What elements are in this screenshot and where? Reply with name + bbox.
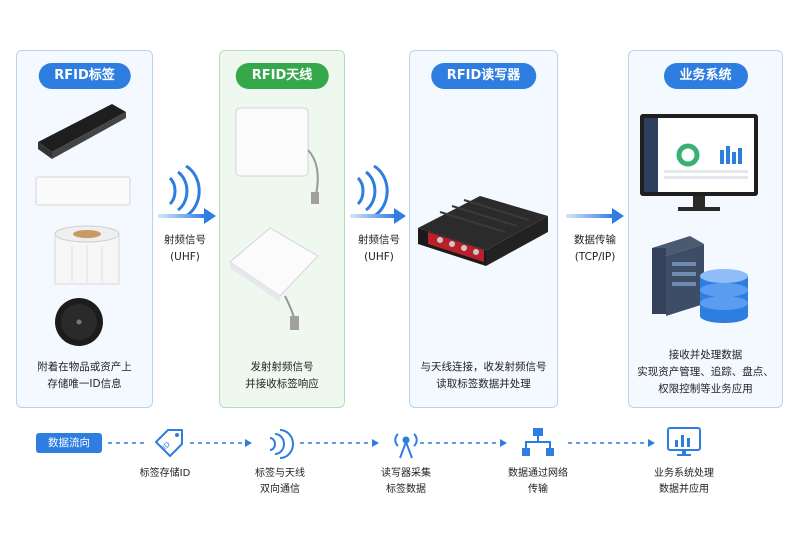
label-roll-icon bbox=[54, 225, 120, 285]
business-system-desc: 接收并处理数据 实现资产管理、追踪、盘点、 权限控制等业务应用 bbox=[629, 347, 782, 398]
rfid-antenna-desc-line: 并接收标签响应 bbox=[245, 378, 319, 390]
rigid-tag-icon bbox=[38, 104, 126, 159]
arrow-label-sub: (UHF) bbox=[364, 251, 394, 263]
rfid-reader-desc-line: 读取标签数据并处理 bbox=[436, 378, 531, 390]
rfid-antenna-desc: 发射射频信号 并接收标签响应 bbox=[220, 359, 344, 393]
database-icon bbox=[700, 269, 748, 323]
monitor-icon bbox=[640, 114, 758, 211]
flow-step-text: 标签与天线 bbox=[255, 468, 305, 479]
panel-antenna-icon bbox=[235, 107, 319, 204]
data-arrow bbox=[566, 208, 624, 224]
data-flow-badge: 数据流向 bbox=[36, 433, 102, 453]
flow-step-text: 业务系统处理 bbox=[654, 468, 714, 479]
antenna-tower-icon bbox=[394, 433, 418, 459]
business-system-desc-line: 实现资产管理、追踪、盘点、 bbox=[637, 366, 774, 378]
business-system-title: 业务系统 bbox=[663, 63, 748, 89]
business-system-desc-line: 权限控制等业务应用 bbox=[658, 383, 753, 395]
monitor-chart-icon bbox=[667, 427, 701, 456]
rfid-tag-desc-line: 存储唯一ID信息 bbox=[47, 378, 122, 390]
rfid-reader-desc-line: 与天线连接，收发射频信号 bbox=[420, 361, 547, 373]
flow-step-text: 标签数据 bbox=[386, 484, 426, 495]
business-system-desc-line: 接收并处理数据 bbox=[668, 349, 743, 361]
arrow-label-sub: (TCP/IP) bbox=[574, 251, 616, 263]
network-icon bbox=[522, 428, 554, 456]
flow-step-label-2: 标签与天线 双向通信 bbox=[230, 466, 330, 498]
flow-step-text: 数据通过网络 bbox=[508, 468, 568, 479]
rfid-reader-title: RFID读写器 bbox=[430, 63, 537, 89]
white-label-icon bbox=[35, 176, 131, 206]
flow-step-text: 标签存储ID bbox=[139, 468, 191, 479]
arrow-label-sub: (UHF) bbox=[170, 251, 200, 263]
rfid-reader-desc: 与天线连接，收发射频信号 读取标签数据并处理 bbox=[410, 359, 557, 393]
tag-icon: ID bbox=[155, 429, 183, 457]
flow-step-label-3: 读写器采集 标签数据 bbox=[356, 466, 456, 498]
arrow-label-text: 射频信号 bbox=[164, 234, 206, 246]
arrow-label-text: 数据传输 bbox=[574, 234, 616, 246]
flow-step-label-5: 业务系统处理 数据并应用 bbox=[634, 466, 734, 498]
arrow-label-1: 射频信号 (UHF) bbox=[145, 232, 225, 266]
rfid-tag-desc: 附着在物品或资产上 存储唯一ID信息 bbox=[17, 359, 152, 393]
flow-step-label-4: 数据通过网络 传输 bbox=[488, 466, 588, 498]
flow-step-text: 数据并应用 bbox=[659, 484, 709, 495]
rfid-tag-desc-line: 附着在物品或资产上 bbox=[37, 361, 132, 373]
flow-step-text: 传输 bbox=[528, 484, 548, 495]
svg-text:ID: ID bbox=[161, 440, 172, 451]
arrow-label-2: 射频信号 (UHF) bbox=[339, 232, 419, 266]
signal-icon bbox=[269, 429, 294, 459]
rfid-tag-title: RFID标签 bbox=[38, 63, 131, 89]
panel-antenna-icon bbox=[229, 227, 319, 330]
round-tag-icon bbox=[55, 298, 103, 346]
arrow-label-3: 数据传输 (TCP/IP) bbox=[555, 232, 635, 266]
reader-device-icon bbox=[418, 196, 548, 266]
flow-step-text: 读写器采集 bbox=[381, 468, 431, 479]
flow-step-label-1: 标签存储ID bbox=[115, 466, 215, 482]
signal-arrow-2 bbox=[350, 164, 406, 224]
server-icon bbox=[652, 236, 704, 316]
rfid-tag-panel: RFID标签 附着在物品或资产上 存储唯一ID信息 bbox=[16, 50, 153, 408]
rfid-antenna-title: RFID天线 bbox=[235, 63, 329, 89]
business-system-panel: 业务系统 接收并处理数据 实现资产管理、追踪、盘点、 权限控制等业务应用 bbox=[628, 50, 783, 408]
signal-arrow-1 bbox=[158, 164, 216, 224]
rfid-antenna-desc-line: 发射射频信号 bbox=[250, 361, 314, 373]
flow-step-text: 双向通信 bbox=[260, 484, 300, 495]
arrow-label-text: 射频信号 bbox=[358, 234, 400, 246]
